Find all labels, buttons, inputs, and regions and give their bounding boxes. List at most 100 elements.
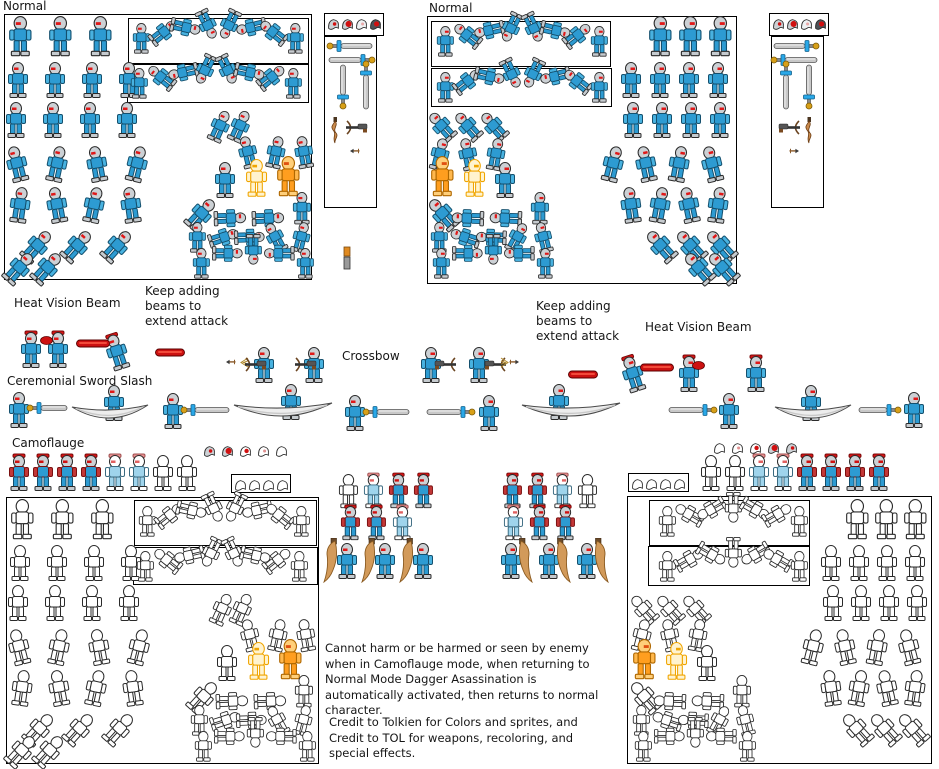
sprite-flip-arc-2: [255, 62, 285, 97]
sprite-o-arc-small: [246, 717, 265, 752]
sprite-c-trans-1r: [552, 472, 573, 512]
sprite-o-flip-arc-2: [220, 536, 243, 572]
sprite-hv-charge: [47, 330, 69, 372]
sprite-o-stand-row-3: [118, 585, 140, 625]
sprite-ro-stand-row-1: [845, 499, 870, 543]
sprite-flip-arc-1: [260, 17, 290, 52]
sprite-ro-punch-row: [820, 670, 842, 710]
sprite-o-pre-power: [216, 645, 238, 685]
sword-vertical-1: [336, 62, 350, 114]
sprite-r-run-row: [667, 146, 690, 186]
sprite-ro-flip-arc-1: [760, 499, 792, 534]
heat-beam-l: [76, 333, 110, 352]
sprite-o-flip-arc-2: [174, 540, 206, 575]
sprite-o-punch-row: [84, 670, 107, 710]
sprite-ro-lie-pair: [653, 685, 687, 721]
greatsword-right-r: [771, 38, 820, 57]
helmet-gray-r-helmet-icon: [772, 16, 785, 35]
sprite-r-flip-arc-1: [454, 20, 484, 55]
sprite-run-row: [45, 146, 68, 186]
sprite-ro-flip-arc-1: [658, 506, 677, 541]
sprite-pre-power: [214, 162, 236, 202]
sprite-r-mix-row: [504, 222, 528, 257]
greatsword-left: [326, 52, 376, 71]
slash-sword-1: [26, 400, 70, 419]
sprite-stand-row-1: [48, 16, 73, 60]
sprite-punch-row: [9, 187, 31, 227]
sprite-stand-row-1: [8, 16, 33, 60]
sprite-ro-arc-small: [706, 721, 737, 756]
sprite-arc-small: [264, 238, 295, 273]
assassin-dagger-5: [556, 537, 572, 589]
sprite-flip-arc-1: [286, 23, 305, 58]
camo-helm-4-helmet-icon: [257, 443, 270, 462]
sprite-camo-fade-row: [128, 453, 150, 495]
sprite-o-power-full: [278, 639, 303, 683]
camo-helmet-box-right: [628, 473, 689, 492]
sprite-o-flip-arc-1: [200, 491, 223, 527]
sprite-ro-trio: [687, 619, 708, 655]
sprite-camo-fade-row-r: [724, 455, 746, 495]
camo-box-helm-1-helmet-icon: [234, 477, 247, 496]
sprite-r-lie-pair: [489, 202, 523, 238]
sprite-slash-fig-7: [548, 384, 570, 424]
muzzle-flash-r: [500, 353, 509, 372]
note-camoflauge-mode: Cannot harm or be harmed or seen by enem…: [325, 641, 599, 717]
sprite-c-trans-2: [366, 504, 387, 544]
sprite-r-bent-pair: [709, 250, 741, 290]
sprite-punch-row: [82, 187, 105, 227]
sprite-o-flip-arc-2: [154, 545, 184, 580]
sprite-ro-power-full: [632, 639, 657, 683]
sprite-c-dagger-r: [500, 543, 522, 583]
sprite-camo-fade-row: [8, 453, 30, 495]
sprite-o-arc-small: [266, 721, 297, 756]
camo-helm-1-helmet-icon: [203, 443, 216, 462]
camo-box-helm-3r-helmet-icon: [659, 476, 672, 495]
sprite-c-dagger-r: [538, 543, 560, 583]
slash-crescent-3: [520, 397, 622, 433]
sprite-camo-fade-row: [152, 455, 174, 495]
sprite-o-stand-row-3: [7, 585, 29, 625]
crossbow-icon: [344, 120, 370, 139]
sprite-o-flip-arc-1: [225, 491, 249, 527]
sprite-r-punch-row: [620, 187, 642, 227]
sprite-ro-flip-arc-1: [790, 506, 809, 541]
sprite-ro-stand-row-1: [874, 499, 899, 543]
camo-box-helm-2-helmet-icon: [248, 477, 261, 496]
sprite-flip-arc-1: [236, 12, 268, 47]
sprite-ro-lie-pair: [691, 685, 725, 721]
sprite-ro-arc-small: [738, 731, 757, 766]
sprite-ro-stand-row-3: [822, 585, 844, 625]
sprite-ro-run-row: [834, 629, 857, 669]
sprite-o-arc-small: [214, 721, 245, 756]
sprite-ro-flip-arc-2: [741, 539, 772, 574]
slash-sword-2: [180, 402, 232, 421]
sprite-ro-run-row: [898, 629, 922, 669]
label-keep-adding-left: Keep adding beams to extend attack: [145, 284, 229, 328]
camo-helm-2-helmet-icon: [221, 443, 234, 462]
sprite-hv-fire-r: [621, 353, 647, 396]
sprite-r-flip-arc-2: [473, 61, 505, 96]
slash-sword-5: [666, 402, 718, 421]
sprite-c-trans-1r: [577, 474, 598, 512]
sprite-r-stand-row-2: [707, 62, 729, 102]
label-normal-right: Normal: [429, 1, 473, 15]
sprite-ro-flip-arc-1: [697, 494, 728, 529]
helmet-light-r-helmet-icon: [800, 16, 813, 35]
sprite-r-flip-arc-2: [590, 72, 609, 107]
sprite-arc-small: [244, 234, 263, 269]
sprite-r-bent-trio: [455, 110, 484, 146]
sprite-ro-pre-power: [696, 645, 718, 685]
assassin-dagger-6: [594, 537, 610, 589]
sprite-ro-flip-arc-2: [790, 551, 809, 586]
sprite-ro-stand-row-2: [904, 545, 926, 585]
crossbow-held-3: [432, 357, 458, 376]
sprite-r-stand-row-2: [678, 62, 700, 102]
sprite-o-run-row: [47, 629, 70, 669]
sprite-slash-fig-5: [344, 395, 366, 435]
sprite-run-row: [124, 146, 148, 186]
greatsword-right: [326, 38, 375, 57]
sprite-o-stand-row-3: [44, 585, 66, 625]
sprite-r-flip-arc-1: [436, 26, 455, 61]
sprite-crouch-pair: [226, 110, 250, 146]
